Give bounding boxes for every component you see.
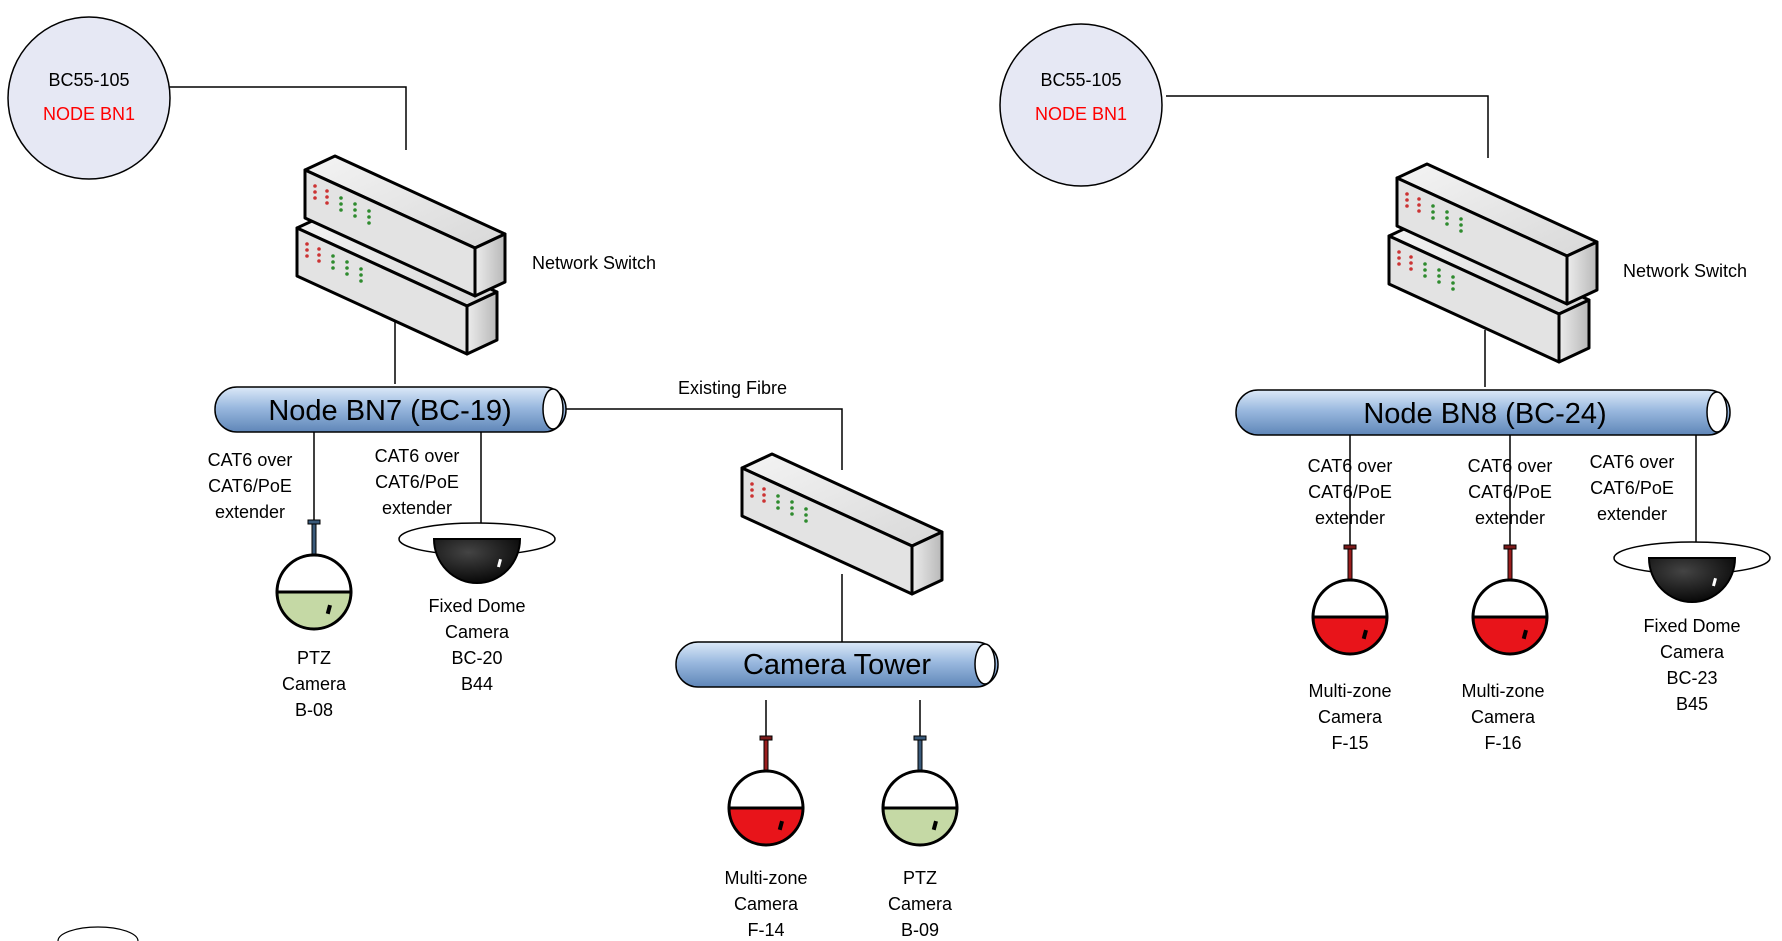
svg-text:Fixed Dome: Fixed Dome [1643,616,1740,636]
svg-text:extender: extender [1315,508,1385,528]
svg-text:F-16: F-16 [1484,733,1521,753]
node-bn7-label: Node BN7 (BC-19) [268,395,511,427]
multizone-camera-icon [1471,544,1549,656]
node-bn8-bar: Node BN8 (BC-24) [1235,389,1731,436]
camera-tower-switch-icon [740,452,944,596]
fixed-dome-camera-icon [398,522,556,584]
network-switch-icon [1387,162,1599,364]
svg-text:CAT6 over: CAT6 over [208,450,293,470]
fixed-dome-bc23-label: Fixed Dome Camera BC-23 B45 [1643,616,1740,714]
extender-label-2: CAT6 over CAT6/PoE extender [1468,456,1553,528]
svg-text:CAT6 over: CAT6 over [1308,456,1393,476]
svg-text:CAT6/PoE: CAT6/PoE [208,476,292,496]
multizone-camera-f14-label: Multi-zone Camera F-14 [724,868,807,940]
svg-text:Multi-zone: Multi-zone [1308,681,1391,701]
svg-text:PTZ: PTZ [297,648,331,668]
svg-text:CAT6/PoE: CAT6/PoE [375,472,459,492]
fixed-dome-bc20-label: Fixed Dome Camera BC-20 B44 [428,596,525,694]
svg-text:Fixed Dome: Fixed Dome [428,596,525,616]
svg-text:extender: extender [215,502,285,522]
svg-text:B-08: B-08 [295,700,333,720]
svg-text:B45: B45 [1676,694,1708,714]
svg-text:CAT6 over: CAT6 over [375,446,460,466]
node-bn1-circle: BC55-105 NODE BN1 [7,16,171,180]
svg-text:BC-20: BC-20 [451,648,502,668]
svg-text:Camera: Camera [734,894,799,914]
left-network: BC55-105 NODE BN1 Network Switch Node BN… [7,16,999,941]
uplink-line [154,86,407,150]
ptz-camera-icon [881,735,959,847]
circle-id-label: BC55-105 [48,70,129,90]
svg-text:Multi-zone: Multi-zone [1461,681,1544,701]
svg-text:B44: B44 [461,674,493,694]
ptz-camera-icon [275,519,353,631]
svg-text:extender: extender [1597,504,1667,524]
node-bn1-circle: BC55-105 NODE BN1 [999,23,1163,187]
existing-fibre-label: Existing Fibre [678,378,787,398]
node-bn7-bar: Node BN7 (BC-19) [214,386,567,433]
multizone-camera-f15-label: Multi-zone Camera F-15 [1308,681,1391,753]
svg-text:CAT6 over: CAT6 over [1590,452,1675,472]
extender-label-1: CAT6 over CAT6/PoE extender [1308,456,1393,528]
svg-text:Camera: Camera [1318,707,1383,727]
circle-id-label: BC55-105 [1040,70,1121,90]
extender-label-3: CAT6 over CAT6/PoE extender [1590,452,1675,524]
svg-text:PTZ: PTZ [903,868,937,888]
ptz-camera-b09-label: PTZ Camera B-09 [888,868,953,940]
svg-text:Camera: Camera [445,622,510,642]
svg-text:Camera: Camera [888,894,953,914]
existing-fibre-line [556,408,843,470]
svg-text:CAT6/PoE: CAT6/PoE [1308,482,1392,502]
multizone-camera-f16-label: Multi-zone Camera F-16 [1461,681,1544,753]
multizone-camera-icon [727,735,805,847]
circle-node-label: NODE BN1 [43,104,135,124]
svg-text:F-14: F-14 [747,920,784,940]
right-network: BC55-105 NODE BN1 Network Switch Node BN… [999,23,1771,753]
ptz-camera-b08-label: PTZ Camera B-08 [282,648,347,720]
network-switch-icon [295,154,507,356]
camera-tower-bar: Camera Tower [675,641,999,688]
svg-text:CAT6/PoE: CAT6/PoE [1590,478,1674,498]
network-switch-label: Network Switch [1623,261,1747,281]
svg-text:extender: extender [1475,508,1545,528]
svg-text:Camera: Camera [1471,707,1536,727]
svg-text:Camera: Camera [282,674,347,694]
network-switch-label: Network Switch [532,253,656,273]
svg-text:F-15: F-15 [1331,733,1368,753]
svg-text:BC-23: BC-23 [1666,668,1717,688]
circle-node-label: NODE BN1 [1035,104,1127,124]
svg-text:CAT6 over: CAT6 over [1468,456,1553,476]
svg-text:B-09: B-09 [901,920,939,940]
svg-text:extender: extender [382,498,452,518]
fixed-dome-camera-icon [1613,541,1771,603]
uplink-line [1166,95,1489,158]
extender-label-1: CAT6 over CAT6/PoE extender [208,450,293,522]
svg-text:Multi-zone: Multi-zone [724,868,807,888]
camera-tower-label: Camera Tower [743,649,931,681]
svg-text:Camera: Camera [1660,642,1725,662]
node-bn8-label: Node BN8 (BC-24) [1363,398,1606,430]
svg-text:CAT6/PoE: CAT6/PoE [1468,482,1552,502]
partial-circle-shape [57,926,139,941]
multizone-camera-icon [1311,544,1389,656]
extender-label-2: CAT6 over CAT6/PoE extender [375,446,460,518]
